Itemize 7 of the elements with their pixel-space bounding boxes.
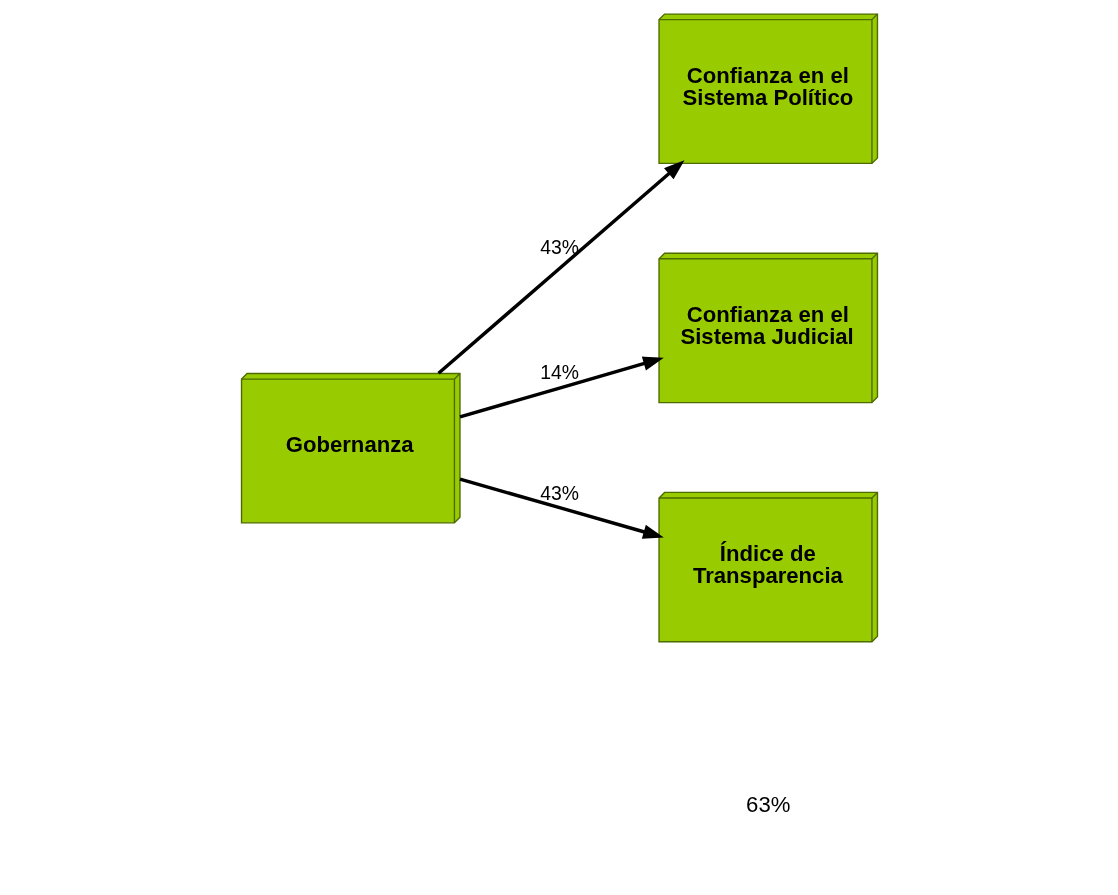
arrow (459, 356, 664, 419)
edge-label: 14% (539, 361, 579, 384)
edge-label: 43% (539, 481, 579, 504)
edge-label: 43% (539, 235, 579, 258)
label: 63% (745, 791, 790, 817)
arrow (436, 160, 684, 375)
arrow (459, 477, 664, 539)
